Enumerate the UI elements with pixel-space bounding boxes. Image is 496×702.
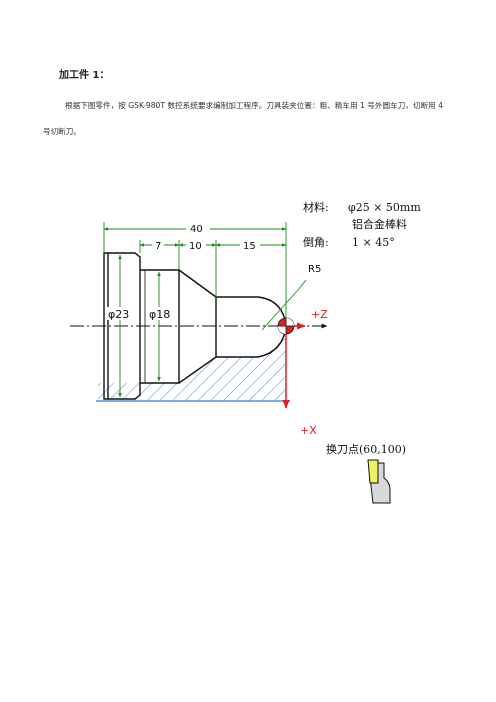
- dim-seg-c: 15: [243, 241, 256, 252]
- task-description: 根据下图零件，按 GSK-980T 数控系统要求编制加工程序。刀具装夹位置：粗、…: [43, 101, 443, 136]
- material-value: φ25 × 50mm: [348, 201, 421, 214]
- dimension-lines: [103, 222, 307, 398]
- hatch-area: [98, 326, 287, 401]
- z-axis-label: +Z: [311, 308, 328, 321]
- dim-total-length: 40: [190, 224, 203, 235]
- origin-marker-icon: [277, 317, 295, 335]
- dim-dia-large: φ23: [108, 308, 129, 321]
- coordinate-axes: +Z +X: [282, 308, 328, 437]
- material-desc: 铝合金棒料: [352, 217, 407, 231]
- dim-seg-b: 10: [189, 241, 202, 252]
- chamfer-value: 1 × 45°: [352, 236, 395, 249]
- tool-change-point: 换刀点(60,100): [326, 442, 406, 456]
- chamfer-label: 倒角:: [303, 236, 329, 249]
- material-label: 材料:: [303, 200, 329, 214]
- dim-radius: R5: [308, 264, 321, 275]
- dim-dia-small: φ18: [149, 308, 170, 321]
- dim-seg-a: 7: [155, 241, 161, 252]
- x-axis-label: +X: [300, 424, 317, 437]
- section-heading: 加工件 1：: [59, 70, 110, 81]
- cutting-tool-icon: [367, 459, 391, 504]
